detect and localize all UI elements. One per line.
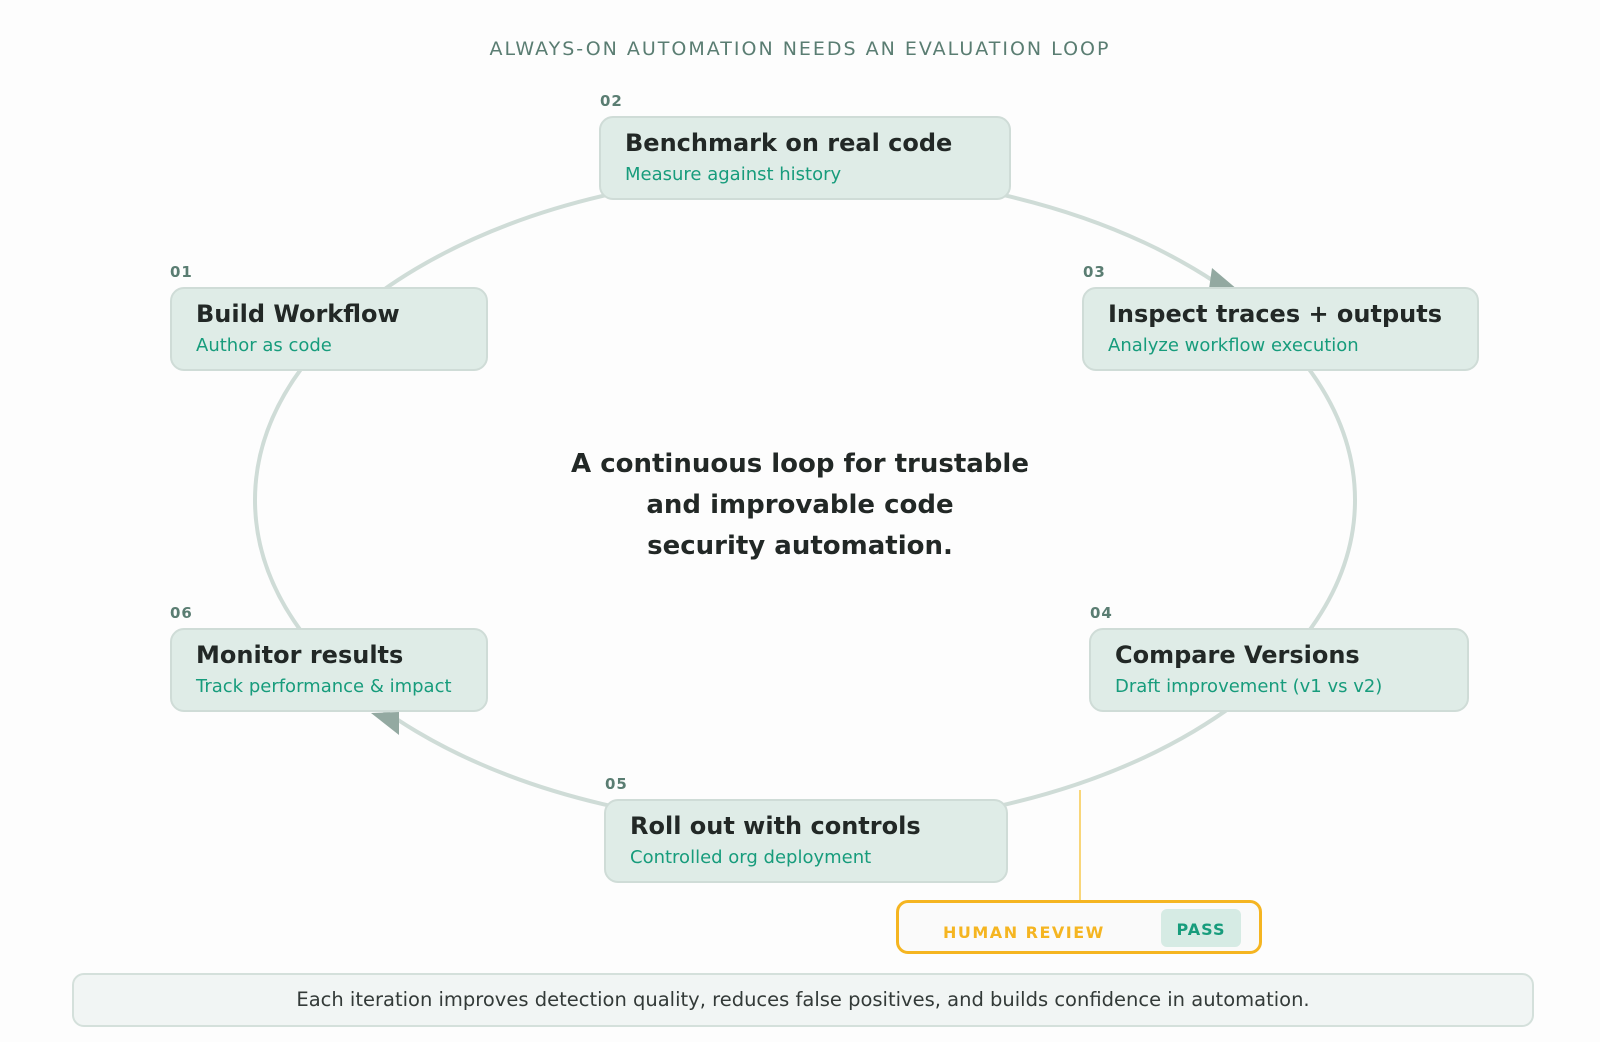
pass-status-badge: PASS: [1161, 909, 1241, 947]
step-04-number: 04: [1090, 604, 1113, 622]
step-01-title: Build Workflow: [196, 300, 400, 328]
step-02-title: Benchmark on real code: [625, 129, 953, 157]
step-06-number: 06: [170, 604, 193, 622]
step-02-subtitle: Measure against history: [625, 164, 842, 185]
step-05-card: Roll out with controls Controlled org de…: [604, 799, 1008, 883]
center-message-line-3: security automation.: [647, 531, 953, 561]
step-04-subtitle: Draft improvement (v1 vs v2): [1115, 676, 1383, 697]
human-review-gate: HUMAN REVIEW PASS: [896, 900, 1262, 954]
step-02-card: Benchmark on real code Measure against h…: [599, 116, 1011, 200]
step-06-title: Monitor results: [196, 641, 404, 669]
step-03-number: 03: [1083, 263, 1106, 281]
step-04-title: Compare Versions: [1115, 641, 1360, 669]
diagram-title: ALWAYS-ON AUTOMATION NEEDS AN EVALUATION…: [489, 38, 1111, 60]
center-message-line-1: A continuous loop for trustable: [571, 449, 1029, 479]
step-06-card: Monitor results Track performance & impa…: [170, 628, 488, 712]
step-01-card: Build Workflow Author as code: [170, 287, 488, 371]
step-05-number: 05: [605, 775, 628, 793]
step-01-subtitle: Author as code: [196, 335, 332, 356]
step-04-card: Compare Versions Draft improvement (v1 v…: [1089, 628, 1469, 712]
center-message: A continuous loop for trustable and impr…: [500, 444, 1100, 567]
step-03-card: Inspect traces + outputs Analyze workflo…: [1082, 287, 1479, 371]
step-05-subtitle: Controlled org deployment: [630, 847, 872, 868]
center-message-line-2: and improvable code: [646, 490, 954, 520]
step-01-number: 01: [170, 263, 193, 281]
arrow-to-step-03-icon: [1209, 268, 1238, 290]
footer-caption: Each iteration improves detection qualit…: [72, 973, 1534, 1027]
step-06-subtitle: Track performance & impact: [196, 676, 452, 697]
step-03-subtitle: Analyze workflow execution: [1108, 335, 1359, 356]
step-02-number: 02: [600, 92, 623, 110]
arrow-to-step-06-icon: [371, 712, 399, 735]
human-review-label: HUMAN REVIEW: [943, 923, 1105, 942]
step-03-title: Inspect traces + outputs: [1108, 300, 1442, 328]
step-05-title: Roll out with controls: [630, 812, 921, 840]
